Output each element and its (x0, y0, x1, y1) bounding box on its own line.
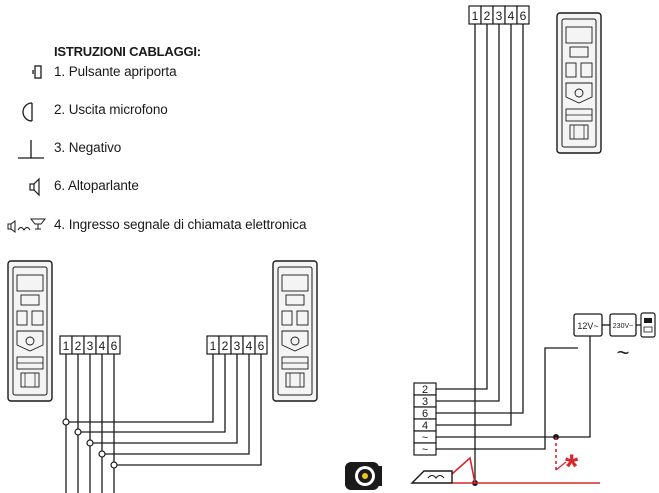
junction-dot (74, 428, 82, 436)
riser-wire-4 (436, 24, 512, 426)
terminal-label: 6 (111, 339, 118, 353)
terminal-label: 1 (472, 9, 479, 23)
marker-asterisk: * (565, 448, 579, 486)
top-right-handset-unit (556, 12, 602, 154)
handset-interconnect-wires (65, 354, 262, 493)
left-handset-unit (7, 260, 53, 402)
door-station-camera-icon (345, 462, 382, 490)
terminal-label: 4 (99, 339, 106, 353)
terminal-label: 2 (222, 339, 229, 353)
terminal-cell (516, 5, 530, 25)
terminal-label: 1 (63, 339, 70, 353)
call-signal-input-icon (7, 218, 47, 233)
ac-wire-b (436, 347, 578, 450)
speaker-icon (29, 177, 40, 197)
terminal-label: 3 (87, 339, 94, 353)
wire-4 (101, 354, 250, 455)
junction-dot (86, 439, 94, 447)
junction-points (62, 418, 118, 469)
handset-bracket-icon (272, 260, 318, 402)
junction-dot (62, 418, 70, 426)
riser-junctions (472, 434, 559, 486)
ground-icon (18, 140, 44, 159)
electric-lock (410, 470, 453, 484)
terminal-label: 2 (75, 339, 82, 353)
terminal-label: 2 (422, 384, 428, 396)
terminal-label: 1 (210, 339, 217, 353)
junction-dot (110, 461, 118, 469)
terminal-label: 4 (246, 339, 253, 353)
terminal-label: ~ (422, 432, 428, 444)
door-release-button-icon (32, 65, 42, 79)
terminal-label: 3 (234, 339, 241, 353)
transformer-12v: 12V~ (573, 313, 603, 337)
legend-label: 4. Ingresso segnale di chiamata elettron… (54, 217, 307, 232)
red-wire-top (451, 456, 476, 484)
legend-label: 6. Altoparlante (54, 178, 139, 193)
junction-dot (98, 450, 106, 458)
terminal-label: 6 (520, 9, 527, 23)
low-voltage-label: 12V~ (577, 321, 598, 331)
legend-label: 2. Uscita microfono (54, 102, 168, 117)
terminal-cell (413, 442, 437, 456)
handset-bracket-icon (7, 260, 53, 402)
terminal-label: 3 (422, 396, 428, 408)
riser-wire-2 (436, 24, 488, 390)
legend-label: 3. Negativo (54, 140, 122, 155)
ac-symbol: ~ (617, 340, 630, 365)
ac-wire-a (436, 336, 591, 438)
right-handset-unit (272, 260, 318, 402)
main-riser-wires (436, 24, 642, 483)
terminal-label: 6 (258, 339, 265, 353)
mains-input: 230V~ ~ (609, 313, 637, 365)
legend-label: 1. Pulsante apriporta (54, 64, 177, 79)
lock-strike-icon (410, 470, 453, 484)
mains-label: 230V~ (613, 323, 633, 330)
wire-1 (65, 354, 214, 423)
legend-title: ISTRUZIONI CABLAGGI: (54, 44, 201, 59)
din-module (640, 312, 656, 338)
microphone-icon (22, 102, 33, 122)
wire-2 (77, 354, 226, 433)
switch-contact (555, 461, 567, 471)
riser-wire-3 (436, 24, 500, 402)
terminal-cell (254, 335, 268, 355)
terminal-label: ~ (422, 444, 428, 456)
terminal-label: 4 (508, 9, 515, 23)
wire-3 (89, 354, 238, 444)
terminal-label: 2 (484, 9, 491, 23)
riser-wire-6 (436, 24, 524, 414)
terminal-label: 4 (422, 420, 428, 432)
wiring-legend: ISTRUZIONI CABLAGGI: 1. Pulsante apripor… (0, 0, 340, 250)
handset-bracket-icon (556, 12, 602, 154)
terminal-label: 3 (496, 9, 503, 23)
door-release-wiring (451, 437, 600, 484)
wire-6 (113, 354, 262, 466)
terminal-cell (107, 335, 121, 355)
terminal-label: 6 (422, 408, 428, 420)
